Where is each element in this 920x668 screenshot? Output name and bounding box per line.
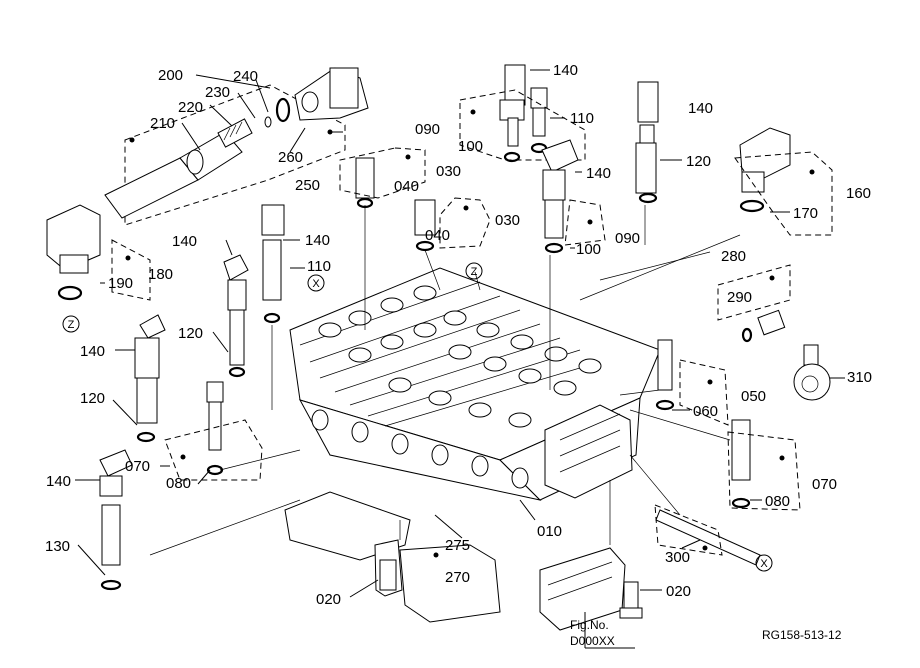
callout-120-a: 120 — [686, 153, 711, 170]
callout-130: 130 — [45, 538, 70, 555]
reference-dots — [125, 109, 815, 558]
callout-260: 260 — [278, 149, 303, 166]
figure-reference: Fig.No. D000XX — [570, 618, 615, 648]
callout-230: 230 — [205, 84, 230, 101]
callout-110-a: 110 — [570, 110, 594, 127]
fitting-050-060 — [655, 339, 729, 426]
leader-lines — [75, 69, 845, 649]
callout-020-a: 020 — [316, 591, 341, 608]
marker-x-left: X — [307, 274, 325, 292]
svg-text:Z: Z — [68, 319, 75, 331]
callout-240: 240 — [233, 68, 258, 85]
callout-080-b: 080 — [765, 493, 790, 510]
callout-040-a: 040 — [394, 178, 419, 195]
callout-220: 220 — [178, 99, 203, 116]
callout-090-a: 090 — [415, 121, 440, 138]
callout-110-b: 110 — [307, 258, 331, 275]
callout-020-b: 020 — [666, 583, 691, 600]
fitting-070-080-right — [727, 419, 801, 511]
callout-070-b: 070 — [812, 476, 837, 493]
callout-030-a: 030 — [436, 163, 461, 180]
marker-x-right: X — [755, 554, 773, 572]
fig-ref-label: Fig.No. — [570, 618, 609, 632]
solenoid-assembly — [104, 67, 369, 226]
marker-z-center: Z — [465, 262, 483, 280]
fitting-070-080-left — [164, 381, 263, 481]
callout-140-g: 140 — [46, 473, 71, 490]
fitting-090-120 — [635, 81, 659, 204]
callout-050: 050 — [741, 388, 766, 405]
callout-180: 180 — [148, 266, 173, 283]
callout-140-f: 140 — [80, 343, 105, 360]
plug-020-left — [379, 559, 397, 591]
svg-text:X: X — [312, 278, 320, 290]
callout-labels: 200 240 230 220 210 260 250 140 090 100 … — [45, 62, 872, 608]
control-valve-body — [289, 267, 661, 501]
callout-170: 170 — [793, 205, 818, 222]
callout-160: 160 — [846, 185, 871, 202]
callout-120-b: 120 — [178, 325, 203, 342]
callout-030-b: 030 — [495, 212, 520, 229]
callout-090-b: 090 — [615, 230, 640, 247]
callout-310: 310 — [847, 369, 872, 386]
image-code: RG158-513-12 — [762, 628, 842, 642]
fitting-140-100 — [541, 139, 606, 254]
callout-280: 280 — [721, 248, 746, 265]
fitting-140-110-top — [459, 64, 586, 163]
callout-060: 060 — [693, 403, 718, 420]
fitting-140-110-left — [223, 204, 285, 378]
callout-070-a: 070 — [125, 458, 150, 475]
solenoid-180 — [46, 204, 151, 301]
callout-210: 210 — [150, 115, 175, 132]
fitting-140-120-left — [134, 314, 166, 443]
callout-250: 250 — [295, 177, 320, 194]
callout-140-e: 140 — [305, 232, 330, 249]
callout-140-b: 140 — [586, 165, 611, 182]
callout-140-a: 140 — [553, 62, 578, 79]
svg-text:Z: Z — [471, 266, 478, 278]
fitting-290 — [717, 264, 791, 343]
callout-200: 200 — [158, 67, 183, 84]
callout-300: 300 — [665, 549, 690, 566]
callout-080-a: 080 — [166, 475, 191, 492]
explode-lines — [149, 205, 741, 556]
fitting-140-130-left — [99, 449, 133, 591]
callout-100-a: 100 — [458, 138, 483, 155]
fig-ref-number: D000XX — [570, 634, 615, 648]
callout-140-c: 140 — [688, 100, 713, 117]
callout-140-d: 140 — [172, 233, 197, 250]
callout-120-c: 120 — [80, 390, 105, 407]
callout-100-b: 100 — [576, 241, 601, 258]
callout-275: 275 — [445, 537, 470, 554]
callout-270: 270 — [445, 569, 470, 586]
mounting-bracket — [284, 491, 626, 631]
elbow-160 — [734, 127, 833, 236]
plug-020-right — [619, 581, 643, 619]
fitting-040-030 — [339, 147, 491, 252]
marker-z-left: Z — [62, 315, 80, 333]
callout-010: 010 — [537, 523, 562, 540]
svg-text:X: X — [760, 558, 768, 570]
callout-040-b: 040 — [425, 227, 450, 244]
callout-190: 190 — [108, 275, 133, 292]
valve-310 — [793, 344, 831, 401]
callout-290: 290 — [727, 289, 752, 306]
